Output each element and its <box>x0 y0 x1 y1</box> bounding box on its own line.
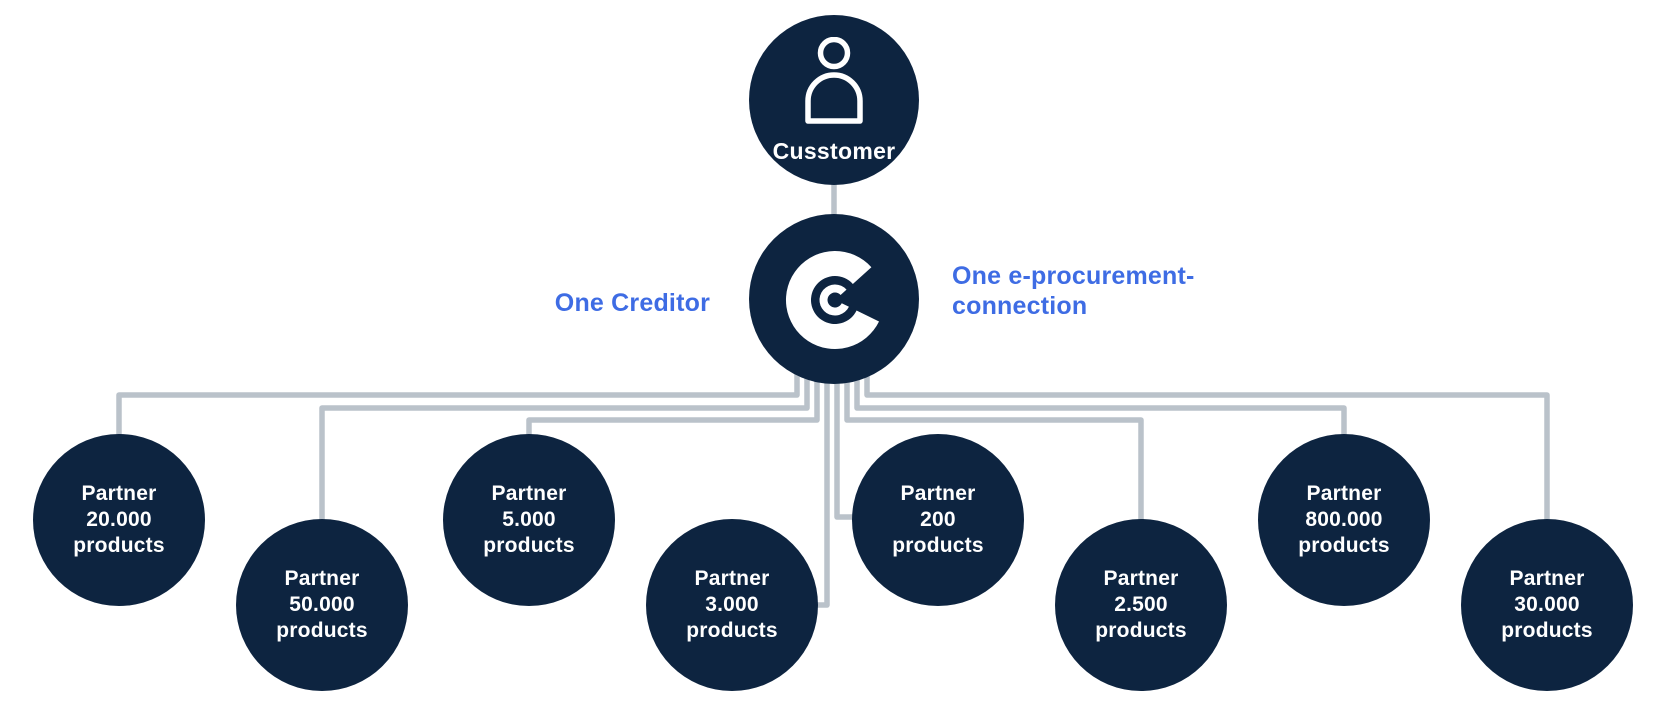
e-procurement-label-line1: One e-procurement- <box>952 262 1195 290</box>
creditor-node <box>749 214 919 384</box>
partner-node-8: Partner 30.000 products <box>1461 519 1633 691</box>
creditor-c-logo-icon <box>786 251 880 349</box>
partner-name-label: Partner <box>1103 567 1179 590</box>
partner-name-label: Partner <box>491 482 567 505</box>
partner-name-label: Partner <box>900 482 976 505</box>
partner-name-label: Partner <box>81 482 157 505</box>
connector-partner-5 <box>834 360 856 520</box>
partner-node-5: Partner 200 products <box>852 434 1024 606</box>
connector-partner-2 <box>319 360 810 521</box>
partner-node-3: Partner 5.000 products <box>443 434 615 606</box>
partner-quantity-label: 20.000 <box>86 508 152 531</box>
partner-node-7: Partner 800.000 products <box>1258 434 1430 606</box>
connector-partner-7 <box>854 360 1347 436</box>
partner-quantity-label: 50.000 <box>289 593 355 616</box>
partner-name-label: Partner <box>284 567 360 590</box>
partner-unit-label: products <box>73 534 165 557</box>
partner-unit-label: products <box>483 534 575 557</box>
person-icon <box>805 37 863 124</box>
connector-partner-3 <box>526 360 820 436</box>
partner-unit-label: products <box>1501 619 1593 642</box>
partner-node-2: Partner 50.000 products <box>236 519 408 691</box>
partner-unit-label: products <box>686 619 778 642</box>
connector-partner-4 <box>814 360 830 608</box>
partner-node-4: Partner 3.000 products <box>646 519 818 691</box>
connector-partner-1 <box>116 360 800 436</box>
partner-unit-label: products <box>1095 619 1187 642</box>
connector-partner-8 <box>864 360 1550 521</box>
customer-node: Cusstomer <box>749 15 919 185</box>
partner-quantity-label: 5.000 <box>502 508 556 531</box>
connector-partner-6 <box>844 360 1144 521</box>
e-procurement-label: One e-procurement- connection <box>952 261 1195 321</box>
partner-unit-label: products <box>1298 534 1390 557</box>
partner-name-label: Partner <box>694 567 770 590</box>
one-creditor-label: One Creditor <box>554 289 710 317</box>
customer-label: Cusstomer <box>772 138 896 164</box>
partner-quantity-label: 200 <box>920 508 956 531</box>
partner-node-1: Partner 20.000 products <box>33 434 205 606</box>
partner-unit-label: products <box>892 534 984 557</box>
partner-name-label: Partner <box>1306 482 1382 505</box>
partner-quantity-label: 2.500 <box>1114 593 1168 616</box>
partner-node-6: Partner 2.500 products <box>1055 519 1227 691</box>
partner-name-label: Partner <box>1509 567 1585 590</box>
partner-quantity-label: 30.000 <box>1514 593 1580 616</box>
e-procurement-label-line2: connection <box>952 292 1088 320</box>
partner-quantity-label: 3.000 <box>705 593 759 616</box>
partner-unit-label: products <box>276 619 368 642</box>
partner-quantity-label: 800.000 <box>1305 508 1383 531</box>
